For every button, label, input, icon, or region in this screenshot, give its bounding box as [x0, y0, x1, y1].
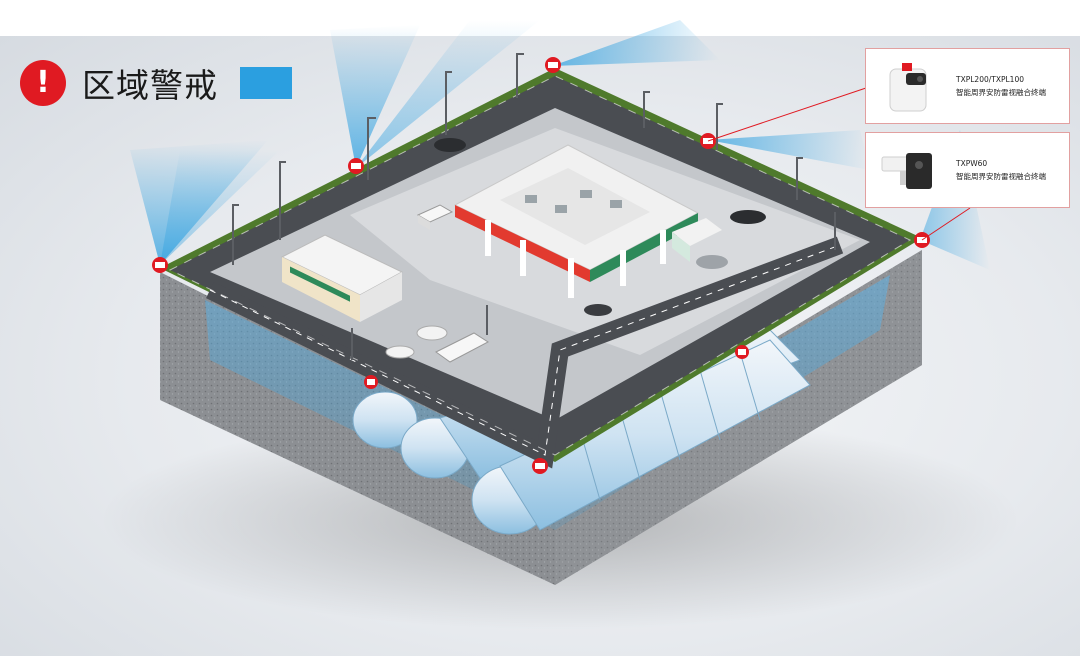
- device-card-txpl200: TXPL200/TXPL100 智能周界安防雷视融合终端: [865, 48, 1070, 124]
- convenience-store: [280, 234, 404, 322]
- fuel-canopy: [453, 144, 700, 298]
- warning-beam: [708, 130, 870, 170]
- device-description: 智能周界安防雷视融合终端: [956, 88, 1046, 97]
- light-poles: [232, 53, 836, 360]
- device-description: 智能周界安防雷视融合终端: [956, 172, 1046, 181]
- exclamation-icon: !: [20, 60, 66, 106]
- legend: ! 区域警戒: [20, 58, 292, 108]
- warning-beam: [552, 20, 720, 66]
- callout-line: [921, 207, 971, 241]
- legend-swatch: [240, 67, 292, 99]
- kiosk: [672, 218, 722, 246]
- callout-line: [707, 87, 867, 142]
- device-model: TXPW60: [956, 159, 988, 168]
- vehicles: [385, 138, 766, 363]
- legend-title: 区域警戒: [82, 66, 218, 105]
- warning-beam: [160, 150, 280, 265]
- camera-icon: [881, 153, 932, 189]
- warning-beam: [330, 25, 420, 168]
- warning-beam: [356, 20, 540, 168]
- device-card-txpw60: TXPW60 智能周界安防雷视融合终端: [865, 132, 1070, 208]
- radar-camera-icon: [889, 63, 927, 112]
- device-model: TXPL200/TXPL100: [956, 75, 1024, 84]
